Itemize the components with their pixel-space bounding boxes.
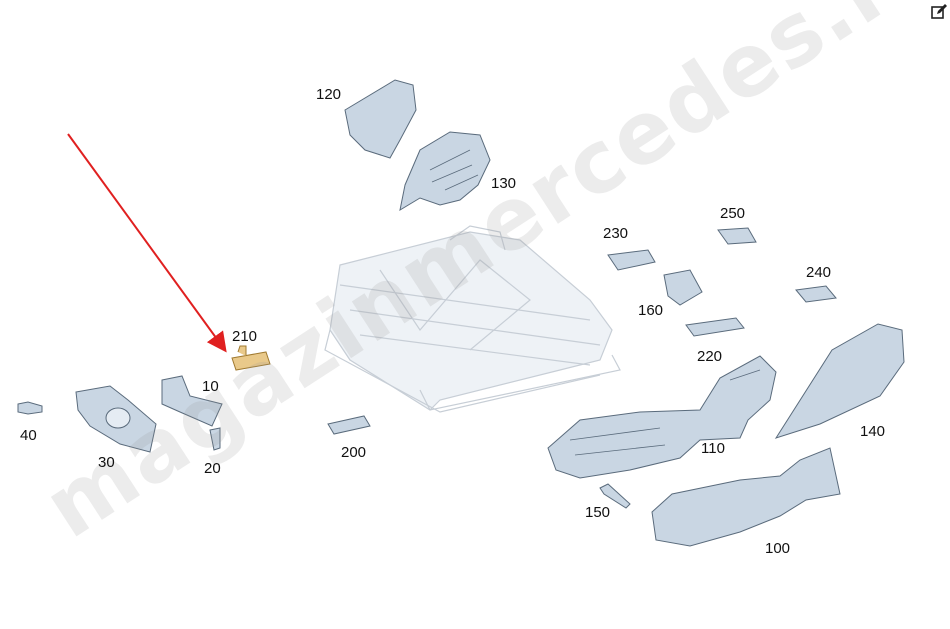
part-130-detail: [429, 149, 479, 191]
part-110-detail: [569, 369, 761, 456]
part-130-backrest-frame[interactable]: [399, 131, 491, 212]
callout-240[interactable]: 240: [806, 264, 832, 281]
callout-30[interactable]: 30: [98, 454, 115, 471]
part-110-side-frame[interactable]: [547, 355, 777, 479]
part-240-bracket[interactable]: [795, 285, 837, 303]
part-210-tab: [237, 345, 247, 356]
part-210-highlighted[interactable]: [231, 351, 271, 371]
callout-20[interactable]: 20: [204, 460, 221, 477]
part-20-pin[interactable]: [209, 427, 221, 451]
callout-230[interactable]: 230: [603, 225, 629, 242]
callout-210[interactable]: 210: [232, 328, 258, 345]
part-140-side-cover[interactable]: [774, 323, 905, 439]
callout-130[interactable]: 130: [491, 175, 517, 192]
callout-200[interactable]: 200: [341, 444, 367, 461]
part-10-bracket[interactable]: [161, 375, 223, 427]
callout-140[interactable]: 140: [860, 423, 886, 440]
callout-110[interactable]: 110: [701, 440, 725, 457]
edit-icon[interactable]: [930, 3, 948, 21]
callout-120[interactable]: 120: [316, 86, 342, 103]
part-160-clip[interactable]: [663, 269, 703, 306]
callout-40[interactable]: 40: [20, 427, 37, 444]
part-30-hole: [105, 407, 131, 429]
callout-160[interactable]: 160: [638, 302, 664, 319]
part-150-screw[interactable]: [599, 483, 631, 509]
part-250-bracket[interactable]: [717, 227, 757, 245]
part-230-rail[interactable]: [607, 249, 656, 271]
seat-frame: [324, 225, 621, 413]
callout-220[interactable]: 220: [697, 348, 723, 365]
callout-250[interactable]: 250: [720, 205, 746, 222]
callout-10[interactable]: 10: [202, 378, 219, 395]
part-40-bolt[interactable]: [17, 401, 43, 415]
part-220-rail[interactable]: [685, 317, 745, 337]
callout-150[interactable]: 150: [585, 504, 611, 521]
indicator-arrow: [67, 133, 227, 353]
callout-100[interactable]: 100: [765, 540, 791, 557]
part-200-clip[interactable]: [327, 415, 371, 435]
part-100-cover-trim[interactable]: [651, 447, 841, 547]
part-120-backrest-panel[interactable]: [344, 79, 417, 159]
